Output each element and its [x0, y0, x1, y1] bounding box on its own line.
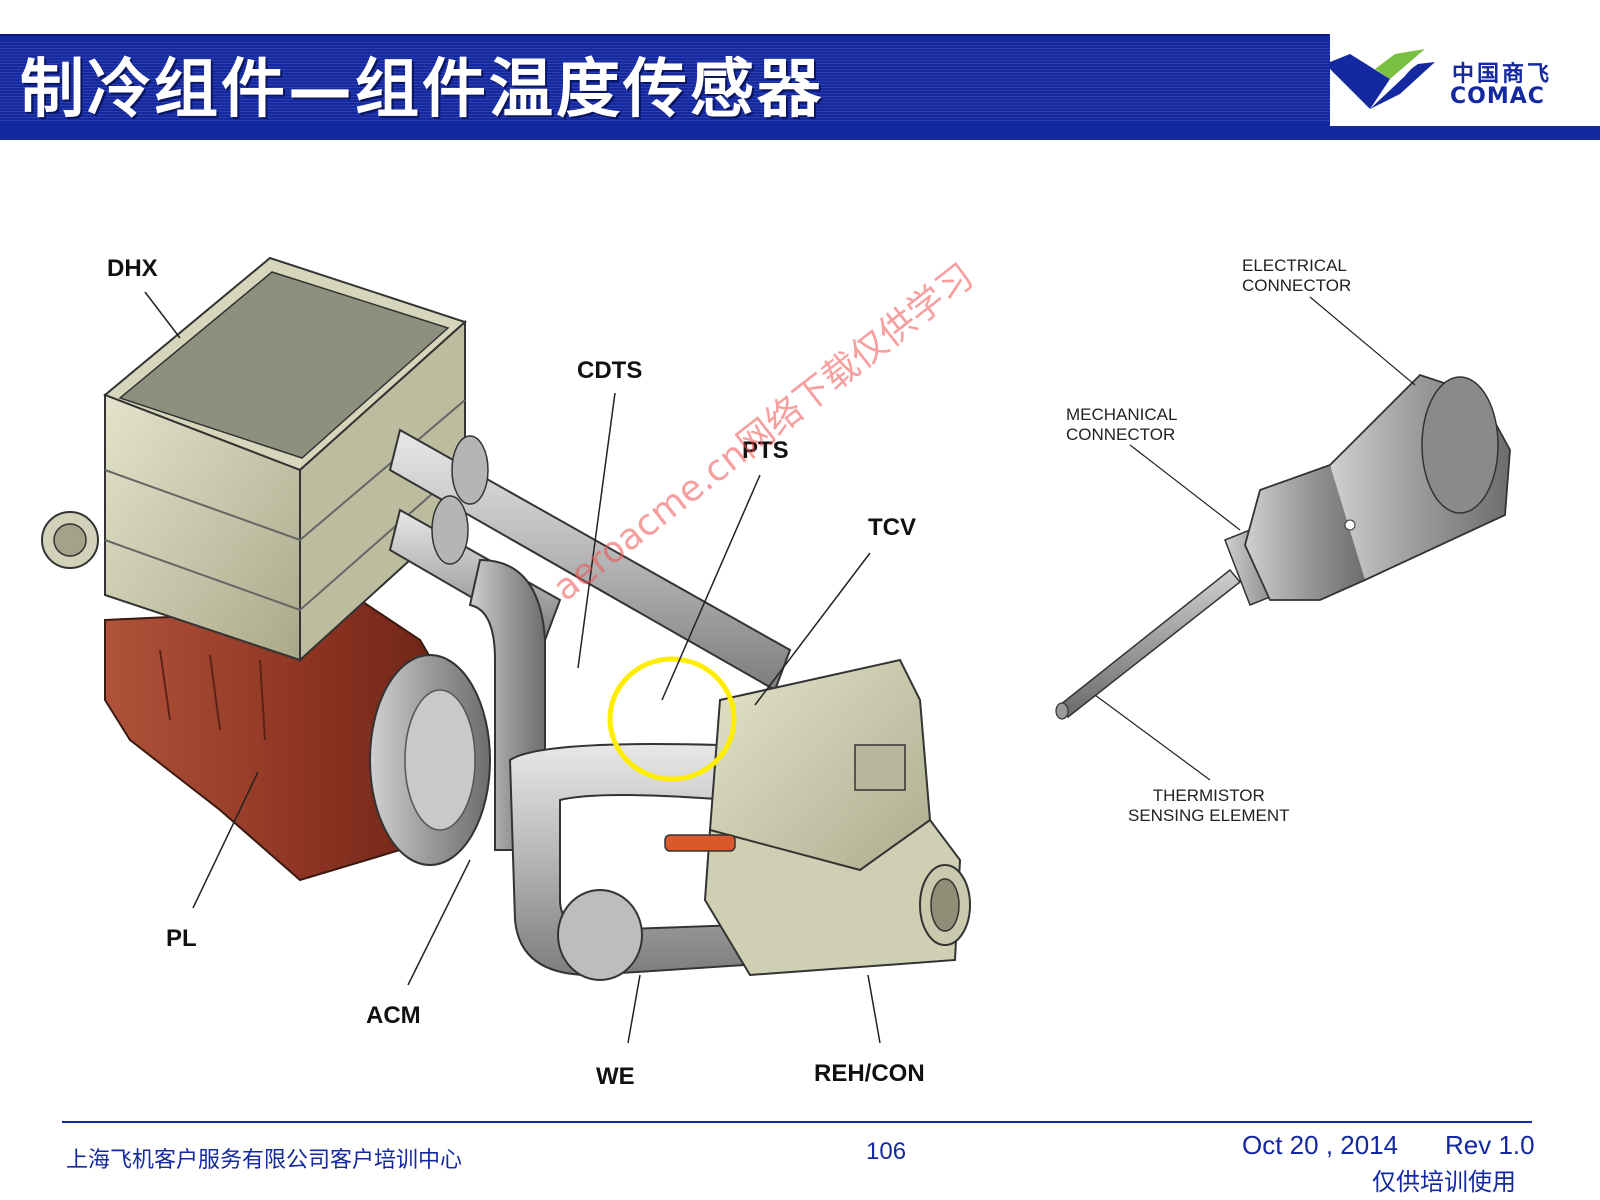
label-electrical-connector: ELECTRICAL CONNECTOR [1242, 256, 1351, 296]
leader-lines [144, 291, 881, 1044]
footer-date: Oct 20 , 2014 [1242, 1130, 1399, 1160]
label-electrical-line2: CONNECTOR [1242, 276, 1352, 295]
label-mechanical-line1: MECHANICAL [1066, 405, 1178, 424]
logo-chinese-text: 中国商飞 [1452, 62, 1553, 87]
label-electrical-line1: ELECTRICAL [1242, 256, 1347, 275]
label-pl: PL [166, 925, 197, 952]
air-cycle-machine [369, 654, 491, 866]
footer-training-note: 仅供培训使用 [1372, 1168, 1516, 1196]
label-pts: PTS [742, 437, 789, 464]
label-thermistor-sensing-element: THERMISTOR SENSING ELEMENT [1128, 786, 1290, 826]
title-underline [0, 126, 1600, 140]
comac-logo-icon [1330, 49, 1435, 109]
label-we: WE [596, 1063, 635, 1090]
highlight-circle [607, 656, 737, 782]
label-dhx: DHX [107, 255, 158, 282]
reheater-condenser [703, 658, 971, 977]
logo-english-text: COMAC [1450, 84, 1545, 109]
label-mechanical-line2: CONNECTOR [1066, 425, 1176, 444]
label-acm: ACM [366, 1002, 421, 1029]
label-tcv: TCV [868, 514, 916, 541]
temperature-sensor-drawing [1055, 373, 1511, 720]
footer-divider [62, 1121, 1532, 1123]
cooling-pack-illustration [41, 256, 1511, 1044]
footer-revision: Rev 1.0 [1445, 1130, 1535, 1160]
label-thermistor-line1: THERMISTOR [1152, 786, 1265, 805]
label-reh-con: REH/CON [814, 1060, 925, 1087]
label-mechanical-connector: MECHANICAL CONNECTOR [1066, 405, 1177, 445]
sensor-leader-lines [1094, 296, 1416, 781]
footer-organization: 上海飞机客户服务有限公司客户培训中心 [66, 1148, 463, 1173]
orange-fitting [664, 834, 736, 852]
label-thermistor-line2: SENSING ELEMENT [1128, 806, 1290, 825]
label-cdts: CDTS [577, 357, 643, 384]
comac-logo: 中国商飞 COMAC [1330, 34, 1600, 126]
title-bar [0, 34, 1330, 128]
page-number: 106 [866, 1138, 907, 1165]
page-title: 制冷组件—组件温度传感器 [20, 53, 824, 127]
